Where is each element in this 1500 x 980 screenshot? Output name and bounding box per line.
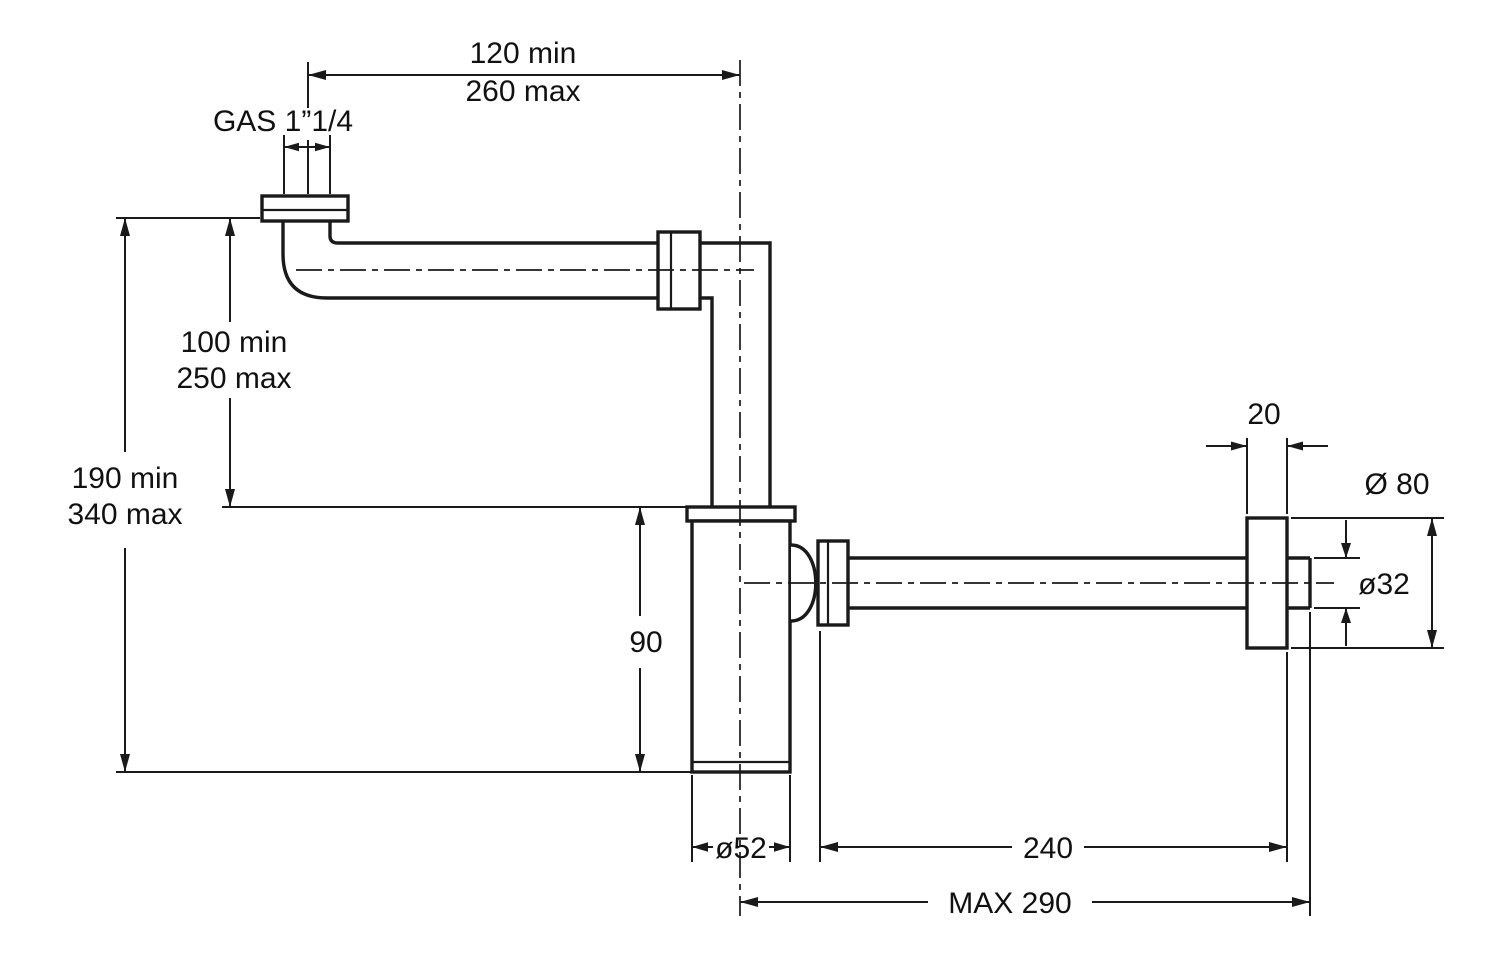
bottle-cylinder <box>690 519 792 774</box>
centerlines <box>296 60 1334 916</box>
inlet-pipe-outer-edge <box>281 221 714 507</box>
dimension-labels: 120 min 260 max GAS 1”1/4 100 min 250 ma… <box>67 37 1429 920</box>
dim-body-diameter-label: ø52 <box>715 832 767 865</box>
dim-flange-thickness-label: 20 <box>1247 398 1280 431</box>
inlet-pipe-inner-edge <box>328 221 772 507</box>
bottle-trap-body <box>685 505 797 774</box>
thread-size-label: GAS 1”1/4 <box>213 105 353 138</box>
dim-overall-depth-label-line1: 190 min <box>72 462 179 495</box>
dim-top-width-label-line1: 120 min <box>470 37 577 70</box>
extension-lines <box>116 62 1444 916</box>
dim-pipe-diameter-label: ø32 <box>1358 568 1410 601</box>
dimension-lines <box>120 70 1437 907</box>
dim-outlet-max-label: MAX 290 <box>948 887 1071 920</box>
pipe-outline <box>260 194 772 507</box>
dim-outlet-length-label: 240 <box>1023 832 1073 865</box>
dim-top-width-label-line2: 260 max <box>465 75 580 108</box>
dim-body-height-label: 90 <box>629 626 662 659</box>
dim-inlet-depth-label-line2: 250 max <box>176 362 291 395</box>
inlet-wall-flange <box>260 194 350 223</box>
bottle-top-flange <box>685 505 797 523</box>
dim-inlet-depth-label-line1: 100 min <box>181 326 288 359</box>
dim-flange-diameter-label: Ø 80 <box>1364 468 1429 501</box>
dim-overall-depth-label-line2: 340 max <box>67 498 182 531</box>
